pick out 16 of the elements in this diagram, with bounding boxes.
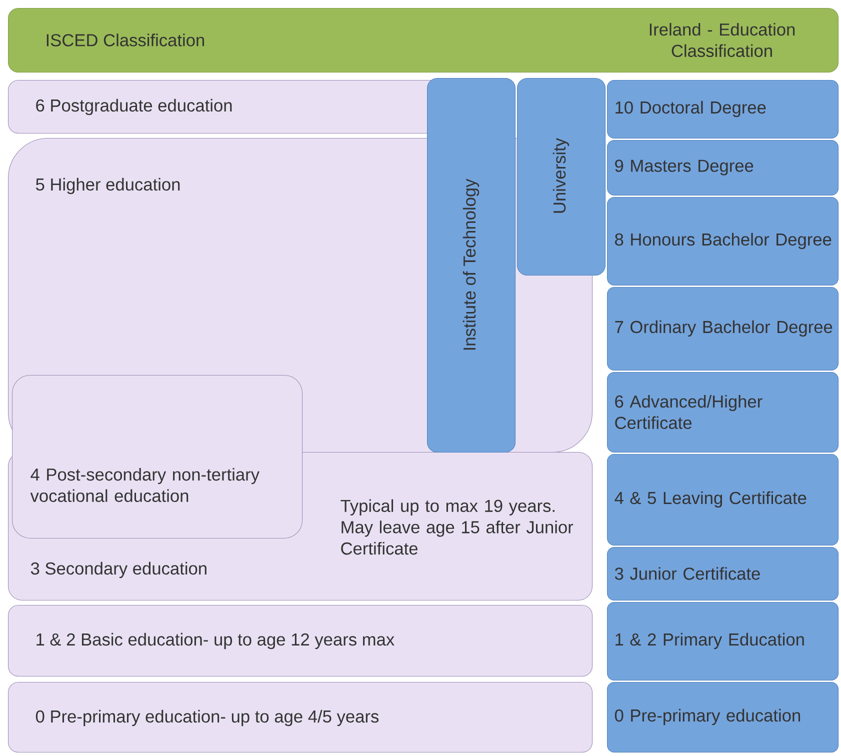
qualification-box: 10 Doctoral Degree — [607, 80, 839, 139]
level-box: 6 Postgraduate education — [8, 80, 441, 134]
institution-bar: Institute of Technology — [427, 78, 516, 453]
institution-bar: University — [517, 78, 606, 276]
qualification-box: 6 Advanced/Higher Certificate — [607, 372, 839, 453]
header-band: ISCED Classification Ireland - Education Classification — [8, 8, 839, 73]
level-box: 1 & 2 Basic education- up to age 12 years max — [8, 605, 593, 677]
level-box: 0 Pre-primary education- up to age 4/5 years — [8, 682, 593, 753]
level-box: 4 Post-secondary non-tertiary vocational education — [12, 375, 303, 539]
qualification-box: 9 Masters Degree — [607, 140, 839, 196]
qualification-box: 4 & 5 Leaving Certificate — [607, 454, 839, 546]
qualification-box: 8 Honours Bachelor Degree — [607, 197, 839, 286]
qualification-box: 3 Junior Certificate — [607, 547, 839, 601]
qualification-box: 1 & 2 Primary Education — [607, 602, 839, 681]
qualification-box: 7 Ordinary Bachelor Degree — [607, 287, 839, 371]
qualification-box: 0 Pre-primary education — [607, 682, 839, 753]
